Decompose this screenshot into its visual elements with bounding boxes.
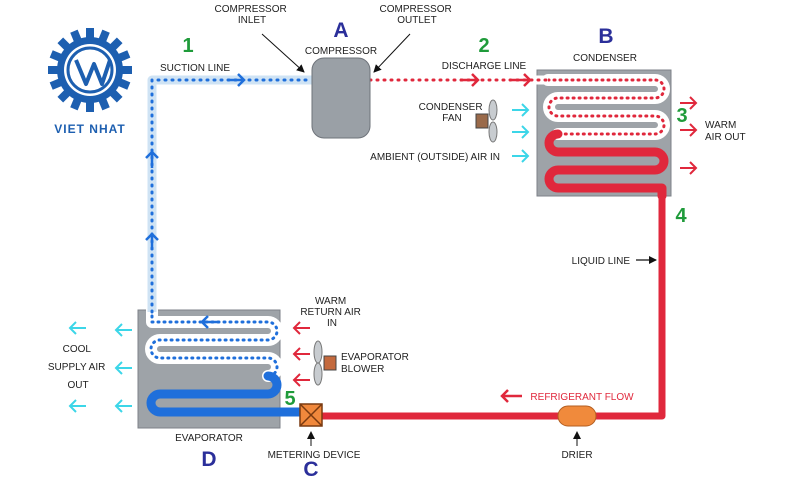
cyan-arrow-icon: [68, 399, 86, 413]
cyan-arrow-icon: [68, 321, 86, 335]
suction-line-label: SUCTION LINE: [160, 63, 230, 74]
vn-logo-mark-icon: [74, 59, 112, 86]
compressor-letter: A: [333, 19, 348, 42]
warm-return-air-label: WARM RETURN AIR IN: [300, 296, 363, 329]
red-arrow-icon: [680, 96, 698, 110]
condenser-label: CONDENSER: [573, 53, 637, 64]
evaporator-arrow-icon: [200, 315, 218, 329]
condenser-fan-icon: [475, 99, 498, 143]
condenser-coil-liquid: [544, 129, 669, 201]
pointer-arrows: [261, 33, 657, 446]
cyan-arrow-icon: [114, 323, 132, 337]
liquid-line-label: LIQUID LINE: [572, 256, 631, 267]
step-number: 1: [182, 35, 193, 57]
suction-arrow-up-icon: [145, 232, 159, 250]
liquid-line: [322, 196, 666, 420]
ambient-air-in-arrows: [512, 103, 530, 163]
warm-air-out-label: WARM AIR OUT: [705, 120, 746, 143]
warm-return-air-arrows: [292, 321, 310, 387]
flow-arrows: [145, 73, 532, 403]
red-arrow-icon: [292, 373, 310, 387]
cyan-arrow-icon: [114, 399, 132, 413]
compressor-inlet-label: COMPRESSOR INLET: [214, 4, 289, 26]
evaporator-letter: D: [201, 448, 216, 471]
ambient-air-label: AMBIENT (OUTSIDE) AIR IN: [370, 152, 500, 163]
condenser-letter: B: [598, 25, 613, 48]
metering-device-label: METERING DEVICE: [268, 450, 361, 461]
evaporator-label: EVAPORATOR: [175, 433, 243, 444]
compressor-outlet-label: COMPRESSOR OUTLET: [379, 4, 454, 26]
condenser-fan-label: CONDENSER FAN: [419, 102, 486, 124]
evaporator-coil-dots: [149, 308, 279, 378]
condenser-coil-dots: [546, 78, 666, 136]
evaporator-coil-liquid: [146, 371, 310, 417]
refrigerant-flow-label: REFRIGERANT FLOW: [530, 392, 634, 403]
red-arrow-icon: [292, 347, 310, 361]
red-arrow-icon: [680, 123, 698, 137]
evaporator-blower-label: EVAPORATOR BLOWER: [341, 352, 412, 375]
red-arrow-icon: [292, 321, 310, 335]
evaporator-blower-icon: [313, 340, 337, 386]
metering-letter: C: [303, 458, 318, 481]
suction-line: [147, 75, 314, 314]
viet-nhat-logo: VIET NHAT: [48, 28, 132, 136]
step-number: 5: [284, 388, 295, 410]
discharge-arrow-icon: [512, 73, 532, 87]
compressor-body: [311, 57, 371, 139]
air-arrows: [68, 96, 698, 413]
step-number: 3: [676, 105, 687, 127]
suction-arrow-up-icon: [145, 150, 159, 168]
cyan-arrow-icon: [512, 125, 530, 139]
metering-device: [299, 403, 323, 427]
refrigerant-flow-arrow-icon: [500, 389, 522, 403]
logo-name: VIET NHAT: [54, 122, 125, 136]
step-number: 4: [675, 205, 687, 227]
discharge-arrow-icon: [460, 73, 480, 87]
drier-label: DRIER: [561, 450, 592, 461]
cyan-arrow-icon: [512, 149, 530, 163]
discharge-line-label: DISCHARGE LINE: [442, 61, 527, 72]
cyan-arrow-icon: [114, 361, 132, 375]
cyan-arrow-icon: [512, 103, 530, 117]
suction-arrow-icon: [228, 73, 246, 87]
evaporator-unit: [137, 304, 310, 429]
warm-air-out-arrows: [680, 96, 698, 175]
red-arrow-icon: [680, 161, 698, 175]
condenser-unit: [536, 69, 672, 201]
compressor-label: COMPRESSOR: [305, 46, 377, 57]
step-number: 2: [478, 35, 489, 57]
drier: [557, 405, 597, 427]
cool-supply-air-arrows: [68, 321, 132, 413]
cool-supply-air-label: COOL SUPPLY AIR OUT: [48, 344, 108, 391]
